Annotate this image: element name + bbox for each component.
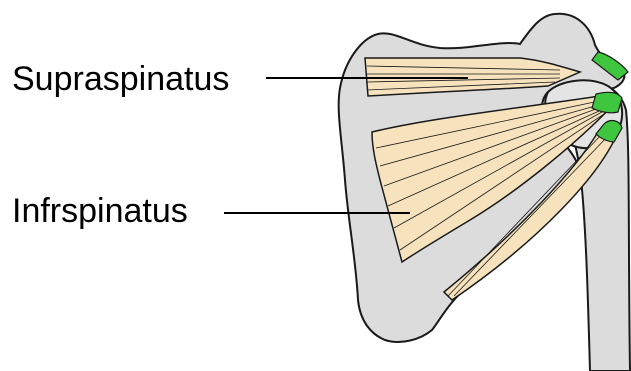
infraspinatus-tendon: [592, 92, 622, 113]
infraspinatus-label: Infrspinatus: [12, 194, 188, 228]
supraspinatus-label: Supraspinatus: [12, 62, 229, 96]
